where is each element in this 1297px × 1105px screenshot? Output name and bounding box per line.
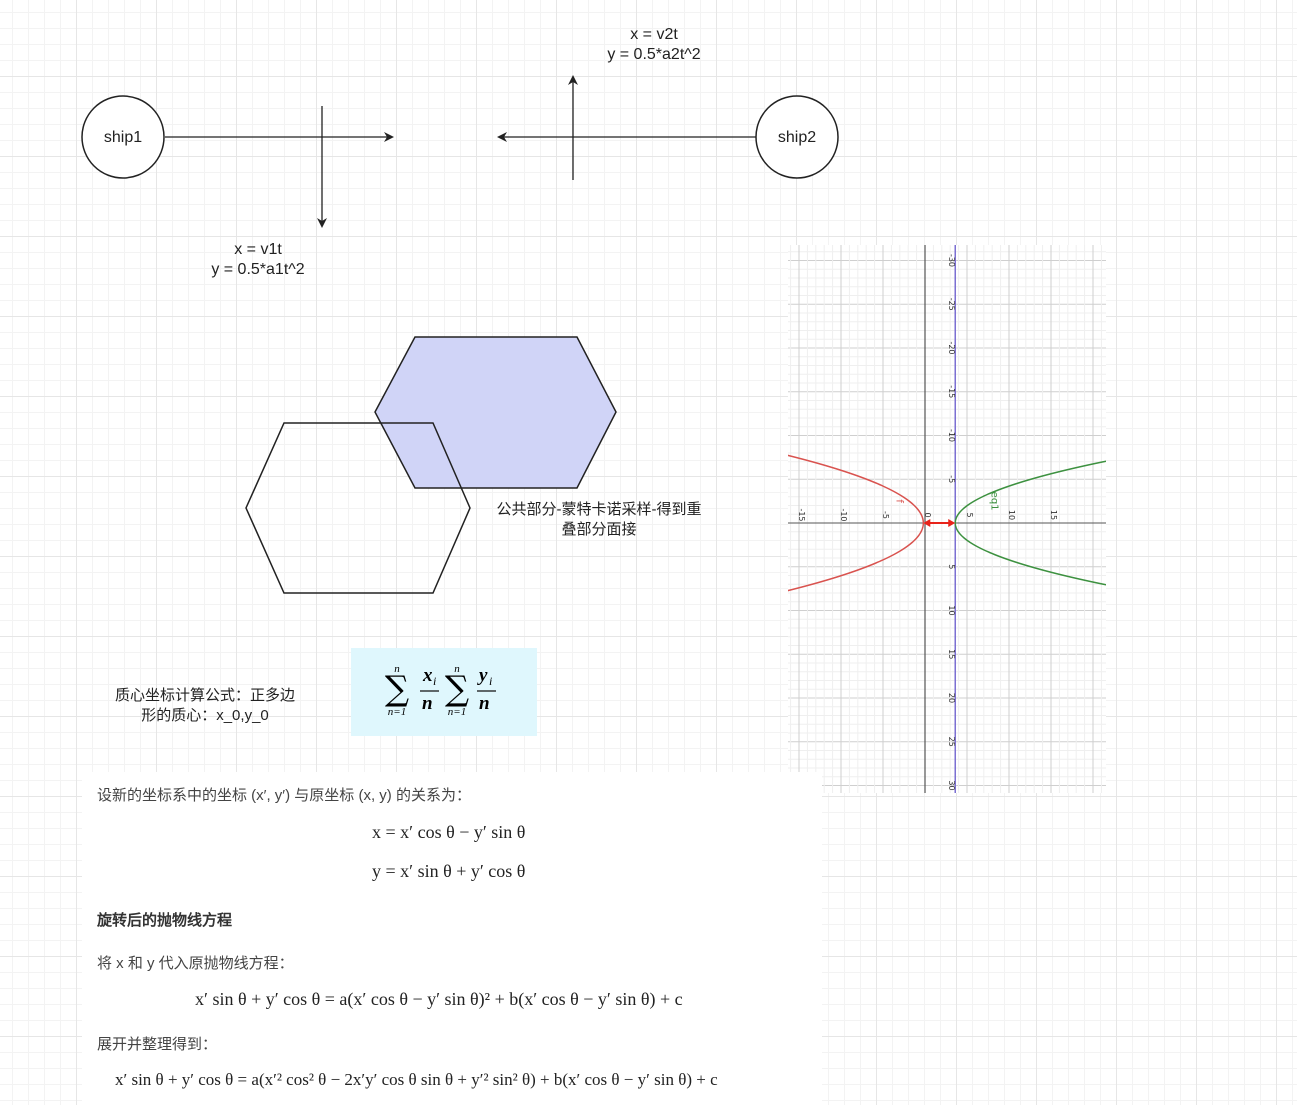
- x-tick-label: 10: [1007, 510, 1016, 520]
- doc-heading: 旋转后的抛物线方程: [97, 912, 233, 929]
- ship1-eq-y: y = 0.5*a1t^2: [211, 261, 305, 278]
- centroid-note-line1: 质心坐标计算公式：正多边: [114, 687, 295, 704]
- ship2-eq-y: y = 0.5*a2t^2: [607, 46, 701, 63]
- hexagon-outline[interactable]: [245, 422, 471, 594]
- x-tick-label: 15: [1049, 510, 1058, 520]
- y-tick-label: 20: [947, 693, 956, 703]
- x-tick-label: 0: [923, 512, 932, 517]
- y-tick-label: 5: [947, 564, 956, 569]
- frac2-den: n: [479, 693, 490, 714]
- frac2-sub: i: [489, 674, 492, 688]
- doc-eq3: x′ sin θ + y′ cos θ = a(x′ cos θ − y′ si…: [195, 989, 683, 1009]
- ship1-label: ship1: [103, 129, 143, 146]
- document-snippet: 设新的坐标系中的坐标 (x′, y′) 与原坐标 (x, y) 的关系为： x …: [82, 772, 822, 1105]
- y-tick-label: 30: [947, 780, 956, 790]
- y-tick-label: 10: [947, 605, 956, 615]
- sum1-bottom: n=1: [388, 706, 406, 718]
- sum2-bottom: n=1: [448, 706, 466, 718]
- centroid-formula-svg: n ∑ n=1 x i n n ∑ n=1 y i n: [385, 663, 496, 718]
- series-label-eq1: eq1: [988, 492, 999, 511]
- sum2-top: n: [454, 663, 460, 675]
- y-tick-label: -25: [947, 298, 956, 311]
- centroid-formula[interactable]: n ∑ n=1 x i n n ∑ n=1 y i n: [351, 648, 537, 736]
- frac1-den: n: [422, 693, 433, 714]
- ship2-label: ship2: [777, 129, 817, 146]
- y-tick-label: -30: [947, 254, 956, 267]
- doc-substitute: 将 x 和 y 代入原抛物线方程：: [97, 955, 294, 972]
- ship1-node[interactable]: [81, 95, 165, 179]
- sum1-sigma-icon: ∑: [385, 669, 409, 709]
- x-tick-label: -5: [881, 511, 890, 519]
- doc-eq2: y = x′ sin θ + y′ cos θ: [372, 861, 526, 881]
- doc-eq1: x = x′ cos θ − y′ sin θ: [372, 822, 526, 842]
- y-tick-label: -5: [947, 475, 956, 483]
- frac2-num: y: [477, 665, 488, 686]
- overlap-note-line1: 公共部分-蒙特卡诺采样-得到重: [496, 501, 702, 518]
- y-tick-label: -20: [947, 341, 956, 354]
- y-tick-label: -10: [947, 429, 956, 442]
- hexagon-filled[interactable]: [374, 336, 617, 489]
- frac1-num: x: [422, 665, 433, 686]
- centroid-note-line2: 形的质心：x_0,y_0: [141, 707, 269, 724]
- sum1-top: n: [394, 663, 400, 675]
- ship1-eq-x: x = v1t: [234, 241, 282, 258]
- y-tick-label: -15: [947, 385, 956, 398]
- doc-eq4: x′ sin θ + y′ cos θ = a(x′² cos² θ − 2x′…: [115, 1070, 718, 1089]
- series-label-f: f: [893, 499, 904, 503]
- parabola-plot[interactable]: -20-15-10-5051015-30-25-20-15-10-5510152…: [788, 245, 1106, 793]
- sum2-sigma-icon: ∑: [445, 669, 469, 709]
- y-tick-label: 15: [947, 649, 956, 659]
- x-tick-label: -10: [839, 508, 848, 521]
- overlap-note-line2: 叠部分面接: [561, 521, 637, 538]
- frac1-sub: i: [433, 674, 436, 688]
- doc-expand: 展开并整理得到：: [97, 1036, 218, 1053]
- y-tick-label: 25: [947, 737, 956, 747]
- distance-arrow-left-icon: [923, 519, 931, 527]
- doc-intro: 设新的坐标系中的坐标 (x′, y′) 与原坐标 (x, y) 的关系为：: [97, 787, 471, 804]
- distance-arrow-right-icon: [948, 519, 956, 527]
- x-tick-label: -15: [797, 508, 806, 521]
- x-tick-label: 5: [965, 512, 974, 517]
- ship2-eq-x: x = v2t: [630, 26, 678, 43]
- parabola-plot-svg: -20-15-10-5051015-30-25-20-15-10-5510152…: [788, 245, 1106, 793]
